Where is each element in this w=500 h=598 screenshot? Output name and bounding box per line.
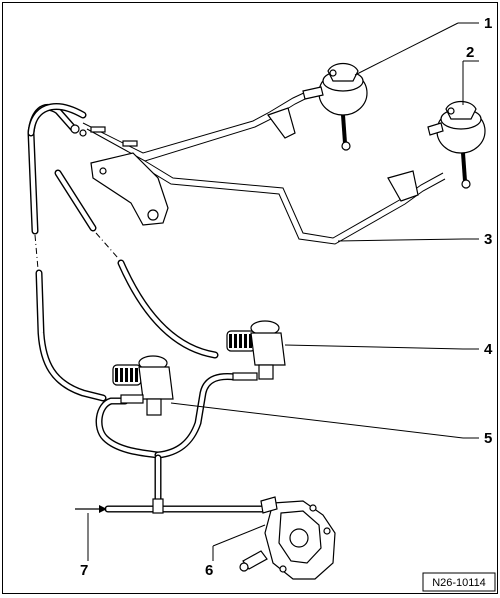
hose-break-indicators <box>34 232 119 270</box>
tee-connector <box>152 498 164 514</box>
reference-code-box: N26-10114 <box>422 572 496 592</box>
callout-7: 7 <box>80 562 88 579</box>
hose-to-valve-4 <box>117 259 219 359</box>
callout-2: 2 <box>466 44 474 61</box>
solenoid-valve-5 <box>112 355 174 416</box>
hose-left-upper <box>27 103 77 235</box>
vacuum-actuator-2 <box>427 100 486 189</box>
vacuum-hoses <box>27 103 269 513</box>
solenoid-valve-4 <box>226 320 286 381</box>
callout-3: 3 <box>484 231 492 248</box>
callout-1: 1 <box>484 15 492 32</box>
mounting-bracket <box>90 107 419 226</box>
flow-direction-arrow <box>75 505 107 513</box>
vacuum-pump-6 <box>239 496 336 580</box>
callout-5: 5 <box>484 430 492 447</box>
leader-lines <box>87 22 479 561</box>
vacuum-hose-diagram: 1 2 3 4 5 6 7 N26-10114 <box>27 15 496 592</box>
callout-labels: 1 2 3 4 5 6 7 <box>80 15 493 579</box>
callout-6: 6 <box>205 562 213 579</box>
bracket-fittings <box>70 124 138 147</box>
reference-code: N26-10114 <box>432 577 486 589</box>
vacuum-actuator-1 <box>302 62 368 151</box>
hose-left-lower <box>35 269 107 402</box>
callout-4: 4 <box>484 341 493 358</box>
